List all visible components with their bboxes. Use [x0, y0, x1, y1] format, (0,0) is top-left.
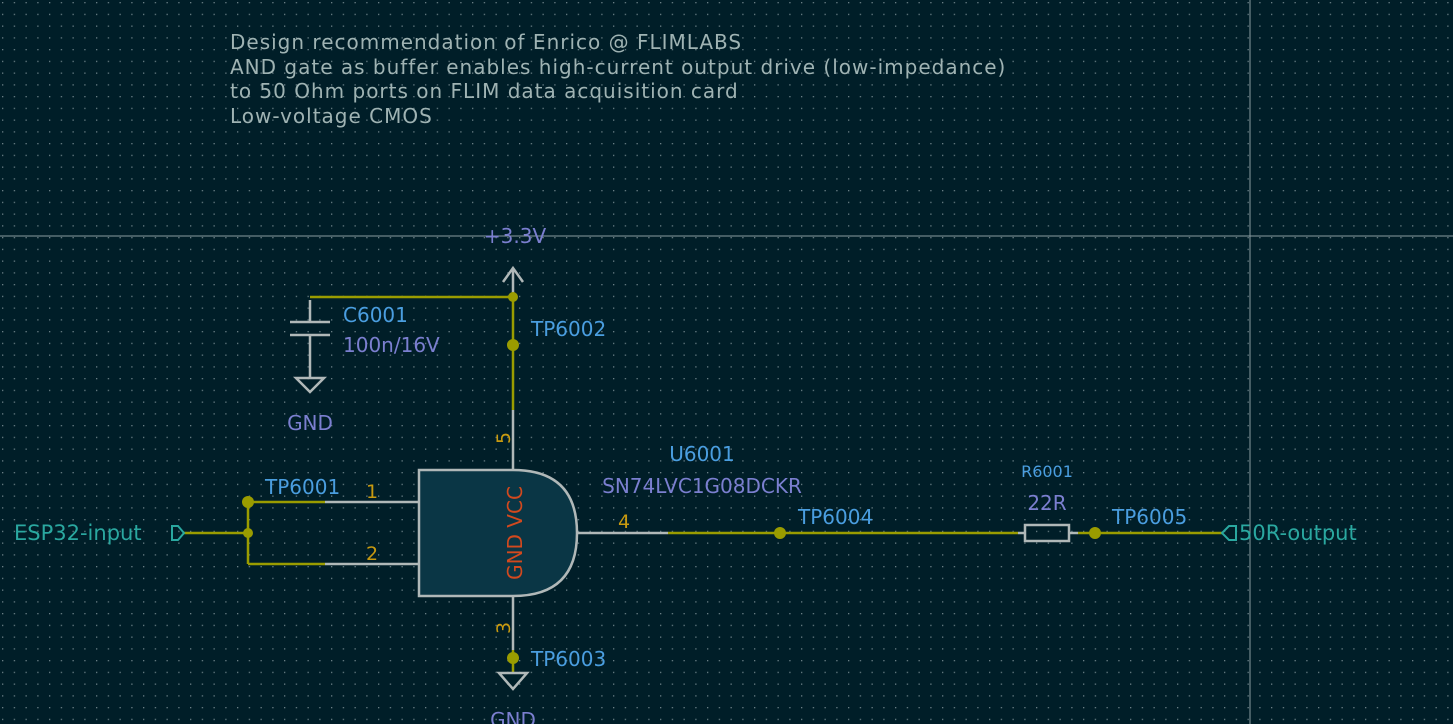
gnd-label: GND [490, 708, 536, 724]
capacitor-c6001[interactable]: C6001 100n/16V [290, 300, 440, 378]
capacitor-symbol-icon [290, 300, 330, 378]
gnd-symbol-capacitor[interactable]: GND [287, 376, 333, 435]
pin-number-2: 2 [366, 543, 378, 565]
and-gate-body-icon [417, 468, 579, 598]
resistor-ref: R6001 [1021, 462, 1073, 481]
capacitor-value: 100n/16V [343, 333, 440, 357]
testpoint-dot [242, 496, 254, 508]
resistor-symbol-icon [1023, 523, 1071, 543]
pin-1-2-lines [325, 500, 419, 566]
testpoint-dot [1089, 527, 1101, 539]
input-port-arrow-icon [171, 525, 186, 541]
power-3v3-label: +3.3V [484, 224, 547, 248]
testpoint-dot [774, 527, 786, 539]
junction-dot [508, 292, 518, 302]
gate-ref: U6001 [669, 442, 735, 466]
testpoint-ref: TP6001 [264, 475, 340, 499]
note-line-1: Design recommendation of Enrico @ FLIMLA… [230, 30, 742, 54]
resistor-value: 22R [1027, 491, 1066, 515]
gate-power-pin-names: GND VCC [503, 486, 527, 580]
testpoint-tp6001[interactable]: TP6001 [242, 475, 340, 508]
testpoint-dot [507, 652, 519, 664]
output-label-text: 50R-output [1239, 521, 1357, 545]
resistor-r6001[interactable]: R6001 22R [1021, 462, 1073, 543]
note-line-3: to 50 Ohm ports on FLIM data acquisition… [230, 79, 739, 103]
testpoint-tp6005[interactable]: TP6005 [1089, 505, 1187, 539]
testpoint-tp6002[interactable]: TP6002 [507, 317, 606, 351]
testpoint-dot [507, 339, 519, 351]
design-note[interactable]: Design recommendation of Enrico @ FLIMLA… [230, 30, 1006, 128]
label-esp32-input[interactable]: ESP32-input [14, 521, 186, 545]
ground-icon [292, 376, 328, 394]
input-label-text: ESP32-input [14, 521, 142, 545]
output-port-arrow-icon [1220, 525, 1237, 541]
testpoint-tp6003[interactable]: TP6003 [507, 647, 606, 671]
label-50r-output[interactable]: 50R-output [1220, 521, 1357, 545]
gnd-label: GND [287, 411, 333, 435]
pin-number-4: 4 [618, 511, 630, 533]
testpoint-ref: TP6005 [1111, 505, 1187, 529]
testpoint-ref: TP6004 [797, 505, 873, 529]
note-line-4: Low-voltage CMOS [230, 104, 433, 128]
testpoint-tp6004[interactable]: TP6004 [774, 505, 873, 539]
gate-value: SN74LVC1G08DCKR [602, 474, 802, 498]
testpoint-ref: TP6003 [530, 647, 606, 671]
gnd-symbol-gate[interactable]: GND [490, 671, 536, 724]
and-gate-u6001[interactable]: GND VCC U6001 SN74LVC1G08DCKR 1 2 3 4 5 [366, 432, 802, 634]
pin-number-5: 5 [493, 432, 515, 444]
pin-number-1: 1 [366, 481, 378, 503]
ground-icon [496, 671, 530, 691]
pin-number-3: 3 [493, 622, 515, 634]
junction-dot [243, 528, 253, 538]
capacitor-ref: C6001 [343, 303, 408, 327]
junctions [243, 292, 518, 538]
testpoint-ref: TP6002 [530, 317, 606, 341]
note-line-2: AND gate as buffer enables high-current … [230, 55, 1006, 79]
